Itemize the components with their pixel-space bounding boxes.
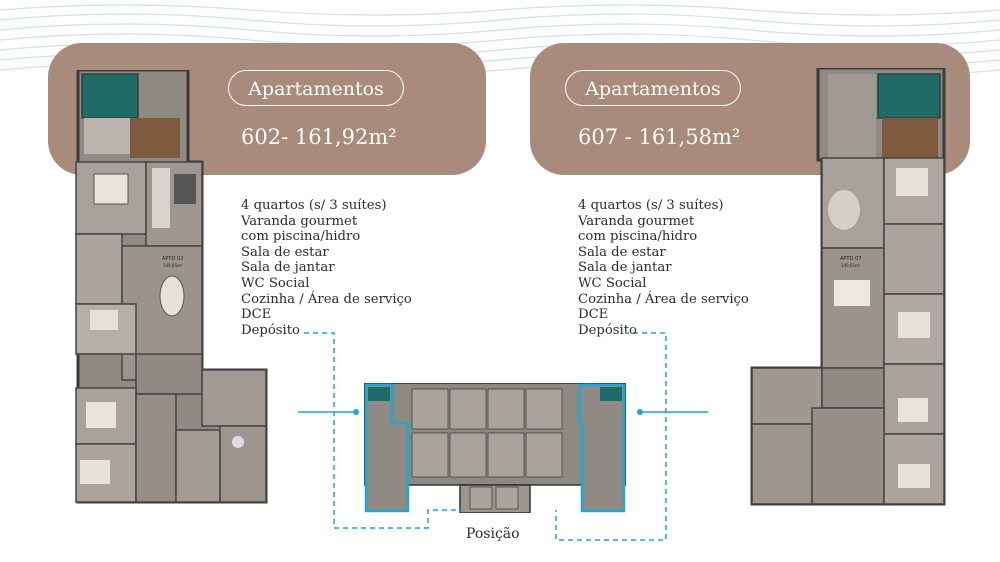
feature-item: 4 quartos (s/ 3 suítes) xyxy=(241,198,387,213)
plan-tag-sub-right: 149,65m² xyxy=(841,263,861,268)
feature-item: Sala de estar xyxy=(578,244,666,260)
feature-item: WC Social xyxy=(241,275,310,291)
floor-plan-right: APTO 07 149,65m² xyxy=(750,68,946,506)
feature-item: Depósito xyxy=(241,322,300,338)
feature-item: Varanda gourmet xyxy=(578,213,695,229)
feature-item: WC Social xyxy=(578,275,647,291)
area-right: 607 - 161,58m² xyxy=(578,125,741,149)
plan-tag-right: APTO 07 xyxy=(840,256,861,262)
position-label: Posição xyxy=(466,526,520,542)
features-list-right: 4 quartos (s/ 3 suítes) Varanda gourmet … xyxy=(578,198,749,338)
floor-plan-left: APTO 02 149,65m² xyxy=(75,70,268,504)
feature-item: DCE xyxy=(241,307,272,323)
feature-item: com piscina/hidro xyxy=(241,229,361,245)
feature-item: com piscina/hidro xyxy=(578,229,698,245)
feature-item: Varanda gourmet xyxy=(241,213,358,229)
features-list-left: 4 quartos (s/ 3 suítes) Varanda gourmet … xyxy=(241,198,412,338)
feature-item: 4 quartos (s/ 3 suítes) xyxy=(578,198,724,213)
feature-item: Sala de estar xyxy=(241,244,329,260)
feature-item: Sala de jantar xyxy=(241,260,335,276)
apartments-label-left: Apartamentos xyxy=(228,70,404,106)
feature-item: Depósito xyxy=(578,322,637,338)
feature-item: Cozinha / Área de serviço xyxy=(241,291,412,307)
feature-item: Sala de jantar xyxy=(578,260,672,276)
building-position-plan xyxy=(364,383,626,513)
plan-tag-left: APTO 02 xyxy=(162,256,183,262)
plan-tag-sub-left: 149,65m² xyxy=(163,263,183,268)
apartments-label-right: Apartamentos xyxy=(565,70,741,106)
area-left: 602- 161,92m² xyxy=(241,125,397,149)
feature-item: DCE xyxy=(578,307,609,323)
feature-item: Cozinha / Área de serviço xyxy=(578,291,749,307)
